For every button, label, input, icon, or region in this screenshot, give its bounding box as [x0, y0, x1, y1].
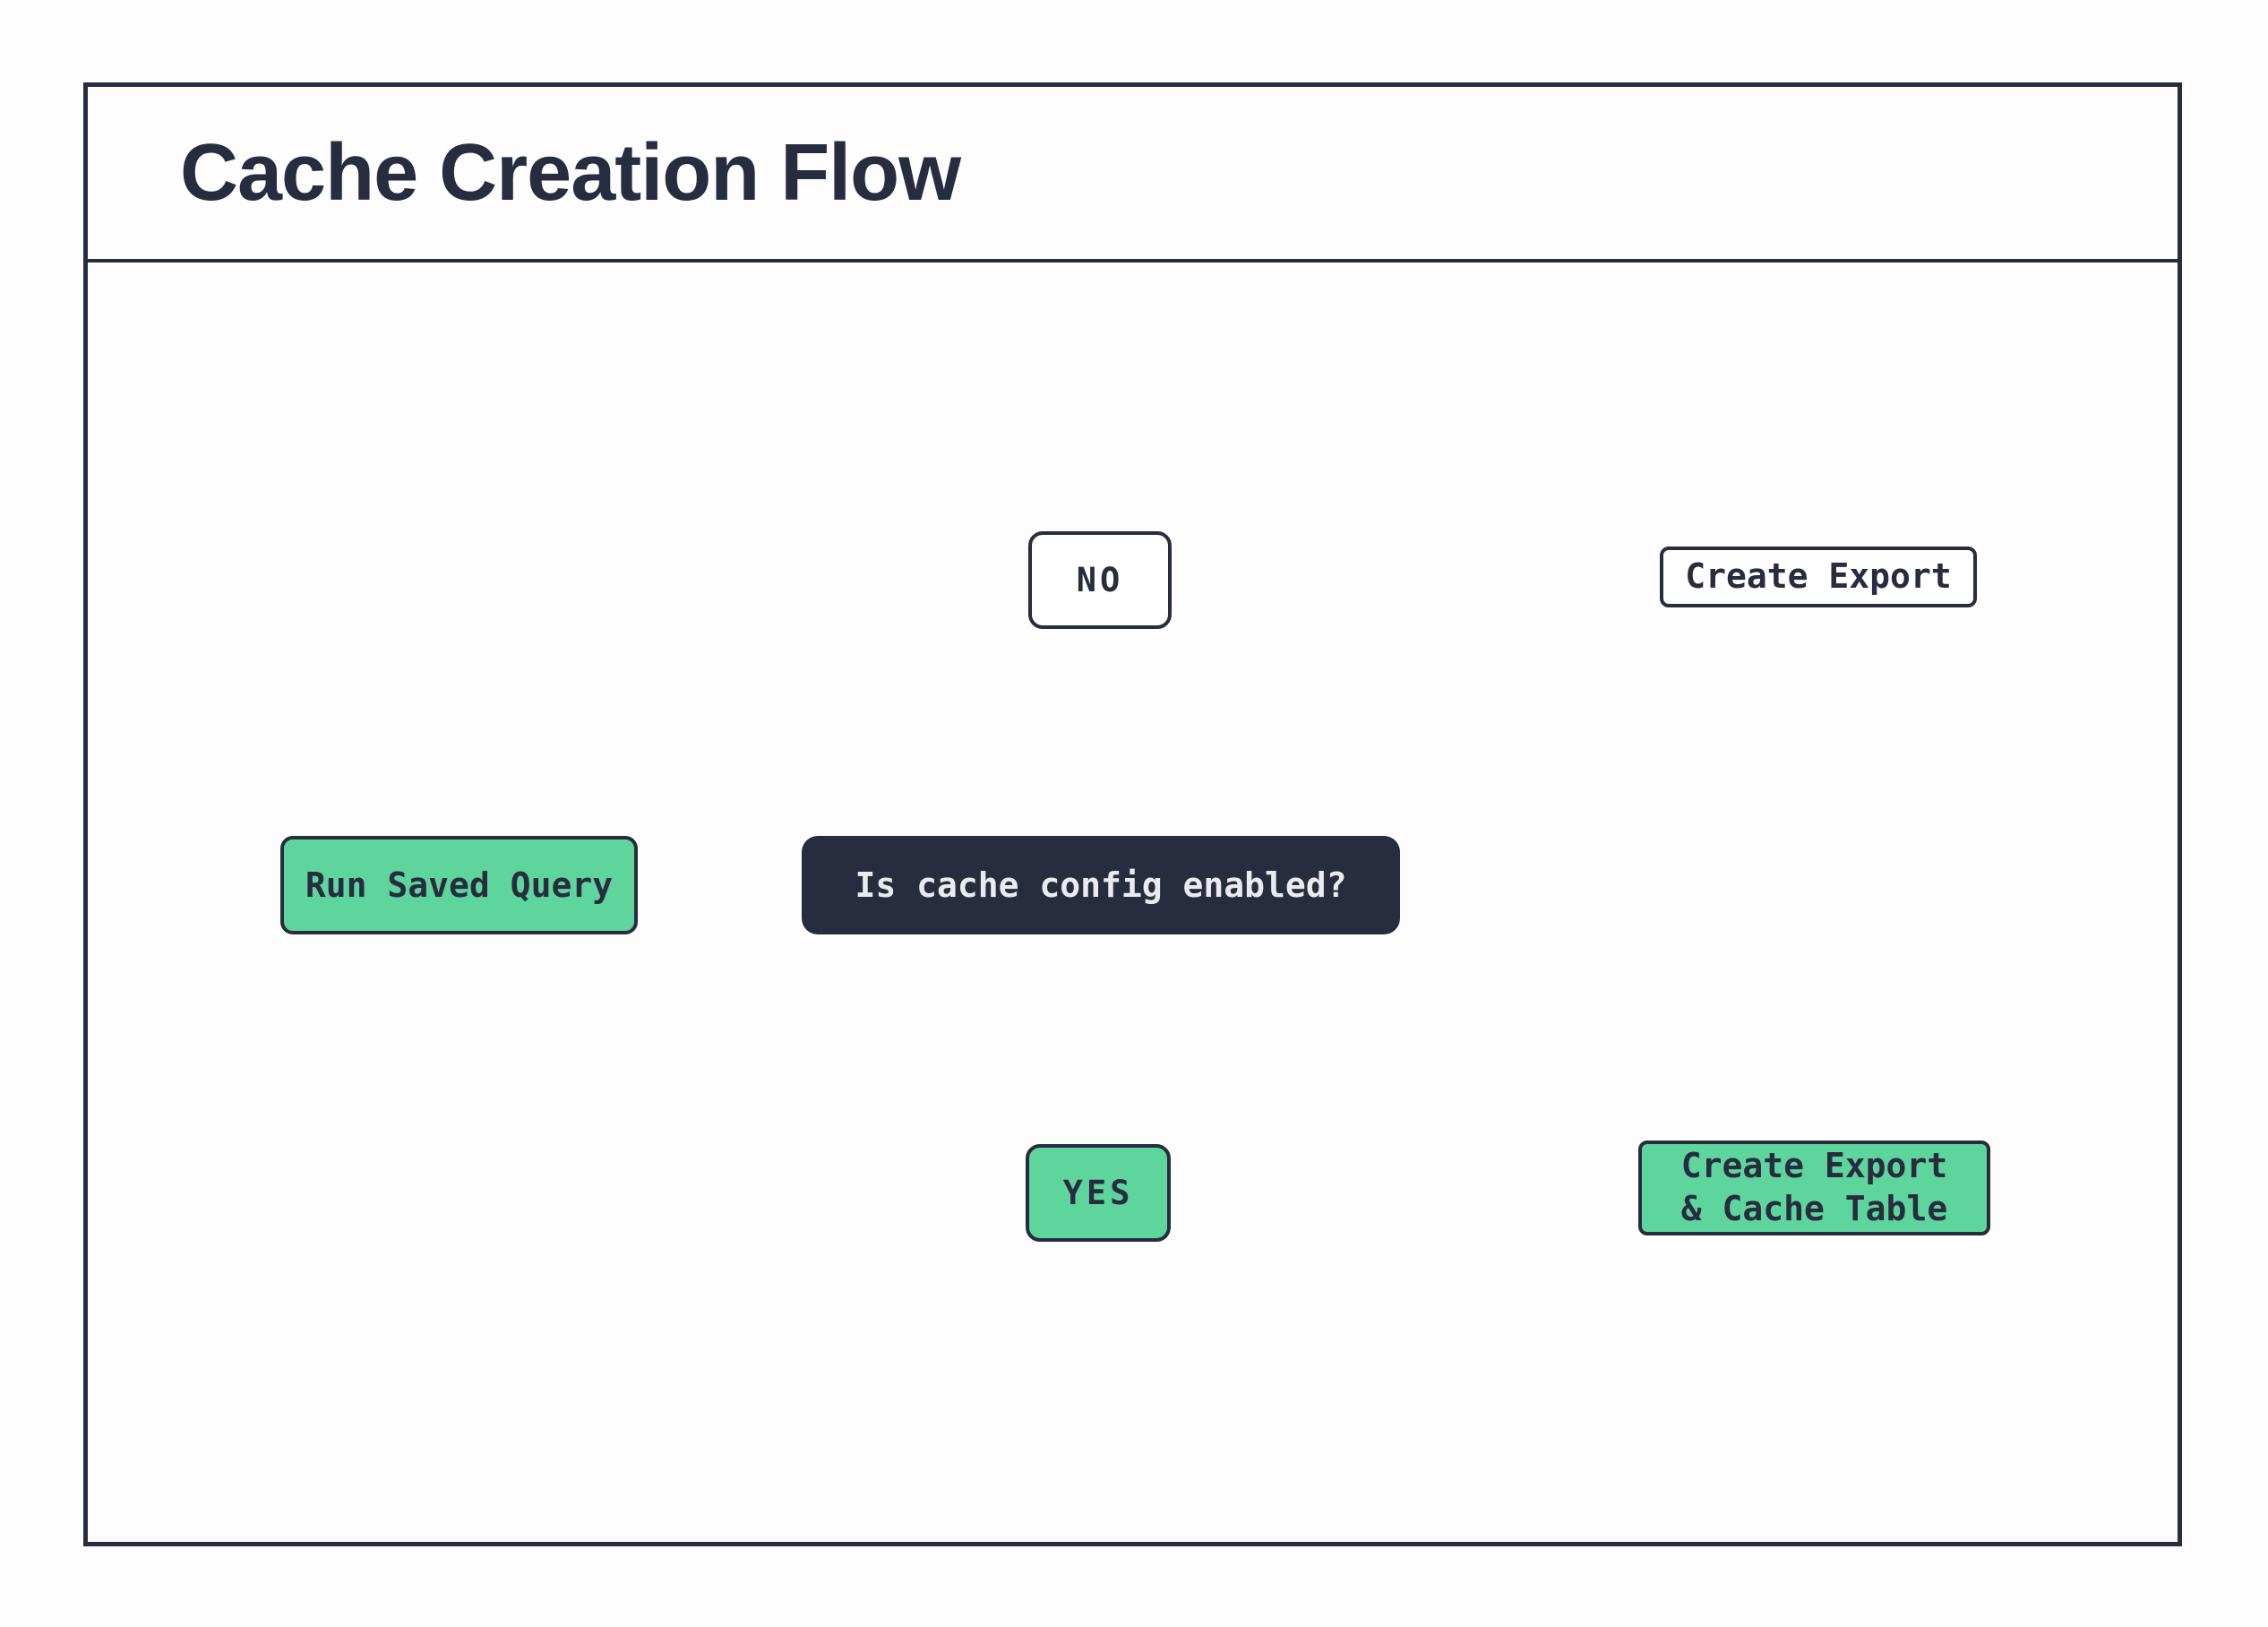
- node-decision-cache-config: Is cache config enabled?: [802, 836, 1400, 934]
- header: Cache Creation Flow: [88, 87, 2178, 263]
- node-decision-label: Is cache config enabled?: [855, 865, 1347, 905]
- edge-label-no-text: NO: [1076, 561, 1124, 599]
- label-create-export-text: Create Export: [1685, 556, 1952, 597]
- label-create-export-cache-line2: & Cache Table: [1680, 1189, 1948, 1228]
- edge-label-yes: YES: [1026, 1144, 1171, 1242]
- edge-label-no: NO: [1028, 531, 1172, 629]
- label-create-export-cache-table: Create Export & Cache Table: [1638, 1141, 1990, 1235]
- node-run-saved-query-label: Run Saved Query: [305, 865, 614, 905]
- page-frame: Cache Creation Flow: [83, 82, 2182, 1546]
- node-run-saved-query: Run Saved Query: [280, 836, 638, 934]
- label-create-export: Create Export: [1660, 547, 1977, 607]
- edge-label-yes-text: YES: [1062, 1174, 1134, 1212]
- label-create-export-cache-line1: Create Export: [1680, 1146, 1948, 1186]
- page-title: Cache Creation Flow: [180, 127, 961, 218]
